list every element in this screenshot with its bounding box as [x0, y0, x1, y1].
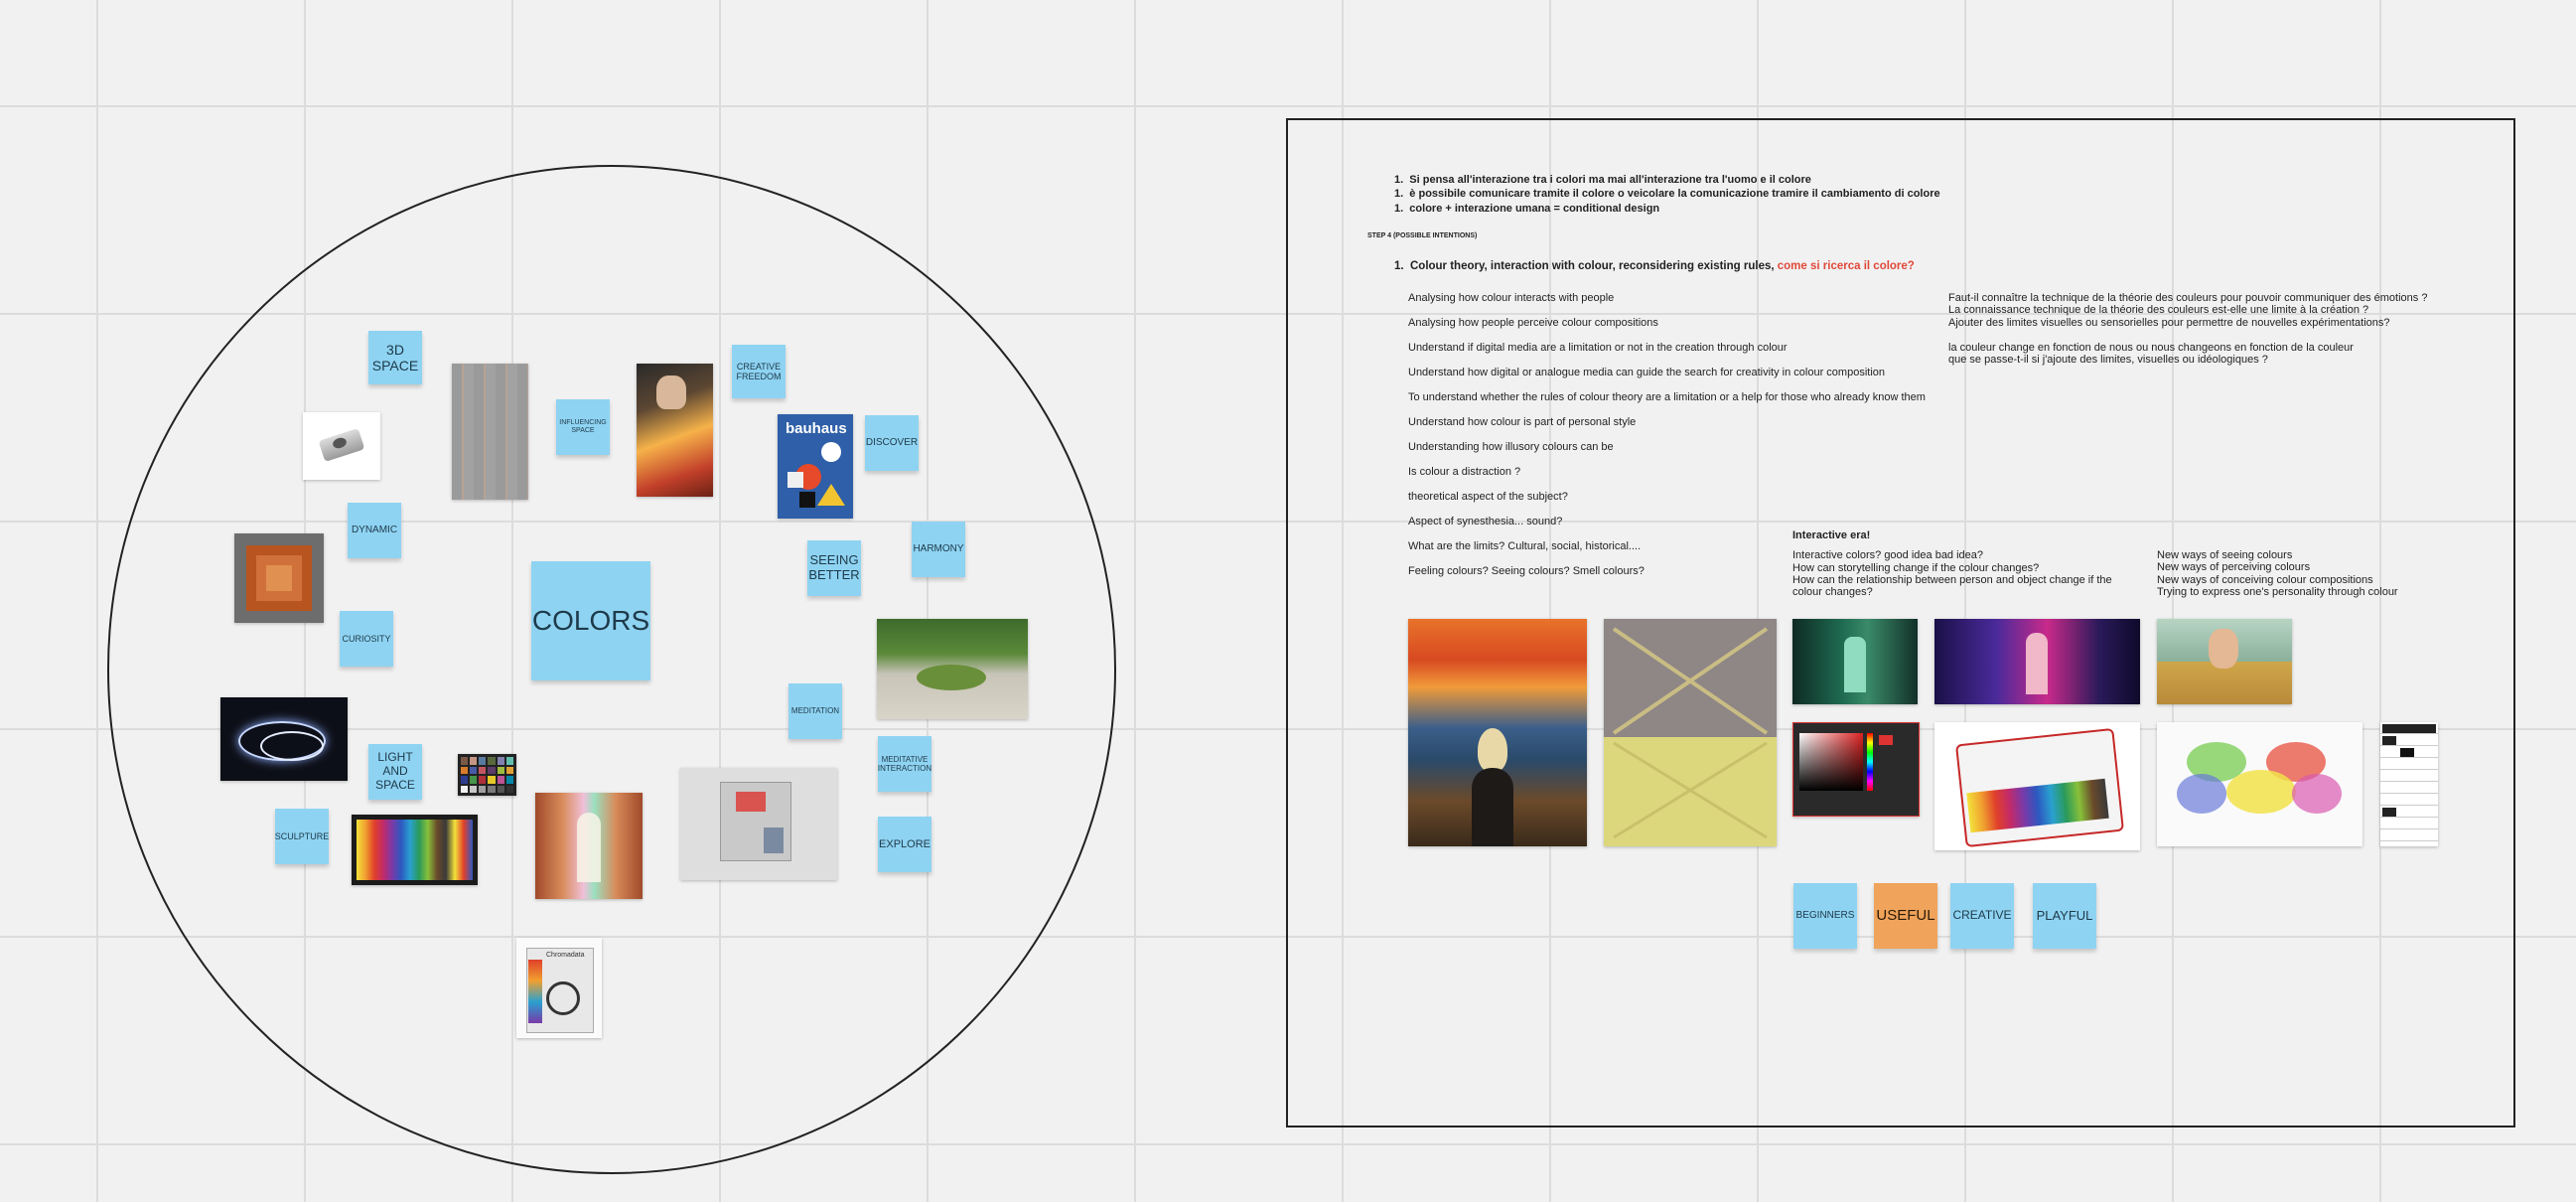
interactive-line-3: How can the relationship between person …: [1792, 574, 2112, 586]
theory-line: 1. Colour theory, interaction with colou…: [1394, 260, 1915, 272]
intention-10: Aspect of synesthesia... sound?: [1408, 516, 1563, 527]
new-ways-2: New ways of perceiving colours: [2157, 561, 2311, 573]
intro-item-1: 1. Si pensa all'interazione tra i colori…: [1394, 174, 1811, 186]
sticky-useful[interactable]: USEFUL: [1874, 883, 1937, 949]
intro-item-2: 1. è possibile comunicare tramite il col…: [1394, 188, 1940, 200]
bauhaus-poster-image[interactable]: bauhaus: [778, 414, 853, 519]
product-box-image[interactable]: Chromadata: [516, 938, 602, 1038]
intention-3: Understand if digital media are a limita…: [1408, 342, 1788, 354]
color-picker-ui-image[interactable]: [1792, 722, 1920, 817]
intention-1: Analysing how colour interacts with peop…: [1408, 292, 1615, 304]
intro-item-3: 1. colore + interazione umana = conditio…: [1394, 203, 1660, 215]
sticky-seeing-better[interactable]: SEEING BETTER: [807, 540, 861, 596]
french-note-1: Faut-il connaître la technique de la thé…: [1948, 292, 2428, 304]
sticky-light-and-space[interactable]: LIGHT AND SPACE: [368, 744, 422, 800]
intention-7: Understanding how illusory colours can b…: [1408, 441, 1614, 453]
intention-9: theoretical aspect of the subject?: [1408, 491, 1568, 503]
sticky-creative-freedom[interactable]: CREATIVE FREEDOM: [732, 345, 786, 398]
light-corridor-image[interactable]: [535, 793, 643, 899]
new-ways-4: Trying to express one's personality thro…: [2157, 586, 2398, 598]
color-checker-image[interactable]: [458, 754, 516, 796]
sticky-creative[interactable]: CREATIVE: [1950, 883, 2014, 949]
intention-8: Is colour a distraction ?: [1408, 466, 1521, 478]
french-note-4: la couleur change en fonction de nous ou…: [1948, 342, 2354, 354]
sticky-meditation[interactable]: MEDITATION: [788, 683, 842, 739]
theory-accent: come si ricerca il colore?: [1777, 260, 1915, 272]
folded-paper-image[interactable]: [1604, 619, 1777, 846]
sticky-meditative-interaction[interactable]: MEDITATIVE INTERACTION: [878, 736, 931, 792]
box-label: Chromadata: [546, 952, 585, 959]
sticky-playful[interactable]: PLAYFUL: [2033, 883, 2096, 949]
the-scream-image[interactable]: [1408, 619, 1587, 846]
french-note-2: La connaissance technique de la théorie …: [1948, 304, 2369, 316]
new-ways-3: New ways of conceiving colour compositio…: [2157, 574, 2373, 586]
intention-2: Analysing how people perceive colour com…: [1408, 317, 1658, 329]
french-note-5: que se passe-t-il si j'ajoute des limite…: [1948, 354, 2268, 366]
albers-squares-image[interactable]: [234, 533, 324, 623]
interactive-line-2: How can storytelling change if the colou…: [1792, 562, 2040, 574]
intention-5: To understand whether the rules of colou…: [1408, 391, 1926, 403]
sticky-3d-space[interactable]: 3D SPACE: [368, 331, 422, 384]
cinema-green-room-image[interactable]: [1792, 619, 1918, 704]
light-sculpture-image[interactable]: [220, 697, 348, 781]
intention-11: What are the limits? Cultural, social, h…: [1408, 540, 1642, 552]
relief-wall-image[interactable]: [452, 364, 528, 500]
sticky-beginners[interactable]: BEGINNERS: [1793, 883, 1857, 949]
pencil-set-image[interactable]: [352, 815, 478, 885]
sticky-harmony[interactable]: HARMONY: [912, 522, 965, 577]
bauhaus-title: bauhaus: [786, 420, 847, 437]
step-heading: STEP 4 (POSSIBLE INTENTIONS): [1367, 232, 1478, 239]
interactive-line-1: Interactive colors? good idea bad idea?: [1792, 549, 1984, 561]
intention-4: Understand how digital or analogue media…: [1408, 367, 1885, 378]
sticky-influencing-space[interactable]: INFLUENCING SPACE: [556, 399, 610, 455]
sticky-sculpture[interactable]: SCULPTURE: [275, 809, 329, 864]
research-frame[interactable]: [1286, 118, 2515, 1127]
hand-light-image[interactable]: [637, 364, 713, 497]
intention-12: Feeling colours? Seeing colours? Smell c…: [1408, 565, 1645, 577]
cinema-yellow-car-image[interactable]: [2157, 619, 2292, 704]
caran-dache-pencil-box-image[interactable]: [1934, 722, 2140, 850]
sticky-discover[interactable]: DISCOVER: [865, 415, 919, 471]
interactive-heading: Interactive era!: [1792, 529, 1871, 541]
color-table-chart-image[interactable]: [2380, 722, 2438, 846]
french-note-3: Ajouter des limites visuelles ou sensori…: [1948, 317, 2390, 329]
mindmap-circle: [107, 165, 1116, 1174]
pencil-sharpener-image[interactable]: [303, 412, 380, 480]
sticky-dynamic[interactable]: DYNAMIC: [348, 503, 401, 558]
sticky-curiosity[interactable]: CURIOSITY: [340, 611, 393, 667]
new-ways-1: New ways of seeing colours: [2157, 549, 2293, 561]
intention-6: Understand how colour is part of persona…: [1408, 416, 1637, 428]
cinema-neon-room-image[interactable]: [1934, 619, 2140, 704]
zen-garden-image[interactable]: [877, 619, 1028, 719]
sticky-explore[interactable]: EXPLORE: [878, 817, 931, 872]
colorimeter-device-image[interactable]: [680, 768, 837, 880]
interactive-line-4: colour changes?: [1792, 586, 1873, 598]
color-wheel-diagram-image[interactable]: [2157, 722, 2362, 846]
sticky-colors-center[interactable]: COLORS: [531, 561, 650, 680]
